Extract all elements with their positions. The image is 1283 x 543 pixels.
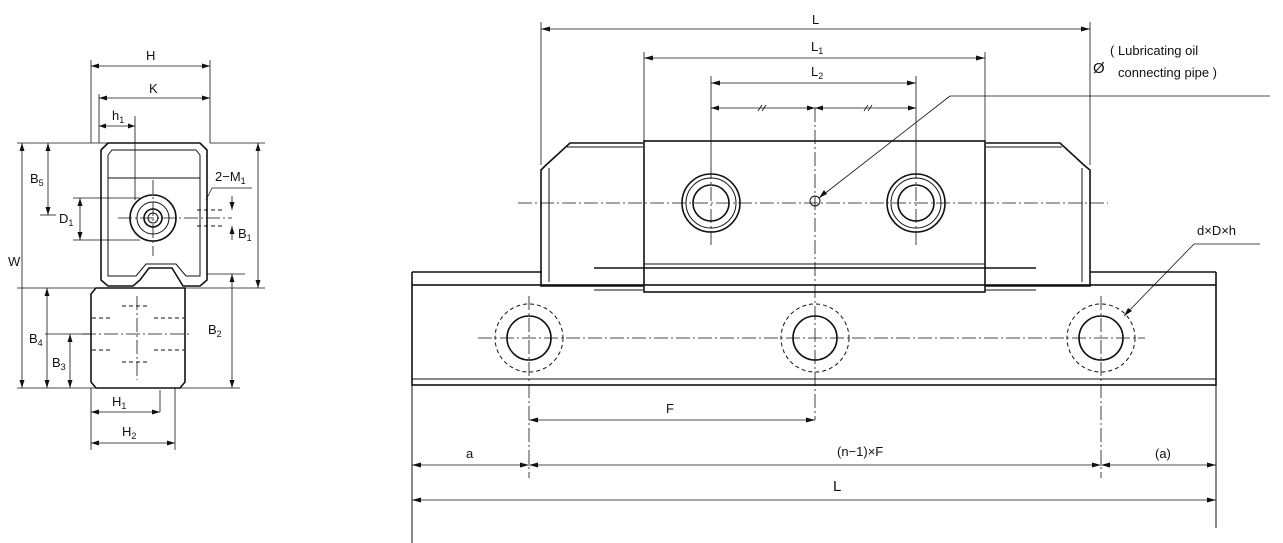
dim-H1-label: H1 bbox=[112, 394, 126, 411]
dim-H-label: H bbox=[146, 48, 155, 63]
carriage-body bbox=[643, 140, 986, 293]
dim-dDh-label: d×D×h bbox=[1197, 223, 1236, 238]
dim-B2-label: B2 bbox=[208, 322, 222, 339]
front-view: L L1 L2 Ø ( Lubricating oil connecting p… bbox=[411, 12, 1270, 543]
dim-L2-label: L2 bbox=[811, 64, 823, 81]
left-end-seal bbox=[540, 142, 643, 287]
dim-a-paren-label: (a) bbox=[1155, 446, 1171, 461]
dim-L1-label: L1 bbox=[811, 39, 823, 56]
dim-L-top-label: L bbox=[812, 12, 819, 27]
dim-B4-label: B4 bbox=[29, 331, 43, 348]
dim-D1-label: D1 bbox=[59, 211, 73, 228]
rail-body bbox=[411, 284, 1217, 386]
dim-B1-label: B1 bbox=[238, 226, 252, 243]
dim-B3-label: B3 bbox=[52, 355, 66, 372]
dim-L-bottom-label: L bbox=[833, 478, 841, 495]
dim-W-label: W bbox=[8, 254, 21, 269]
dim-2M1-label: 2−M1 bbox=[215, 169, 246, 186]
right-end-seal bbox=[986, 142, 1091, 287]
rail-profile bbox=[90, 287, 186, 389]
dim-a-label: a bbox=[466, 446, 474, 461]
dim-h1-label: h1 bbox=[112, 108, 124, 125]
carriage-outline bbox=[100, 142, 208, 287]
lube-label-line2: connecting pipe ) bbox=[1118, 65, 1217, 80]
dim-nF-label: (n−1)×F bbox=[837, 444, 883, 459]
lube-label-line1: ( Lubricating oil bbox=[1110, 43, 1198, 58]
dim-H2-label: H2 bbox=[122, 424, 136, 441]
dim-K-label: K bbox=[149, 81, 158, 96]
dim-F-label: F bbox=[666, 401, 674, 416]
carriage-inner-outline bbox=[107, 149, 201, 277]
phi-symbol: Ø bbox=[1093, 60, 1105, 77]
side-view: H K h1 B5 D1 2−M1 B1 W bbox=[8, 48, 265, 450]
dim-B5-label: B5 bbox=[30, 171, 44, 188]
